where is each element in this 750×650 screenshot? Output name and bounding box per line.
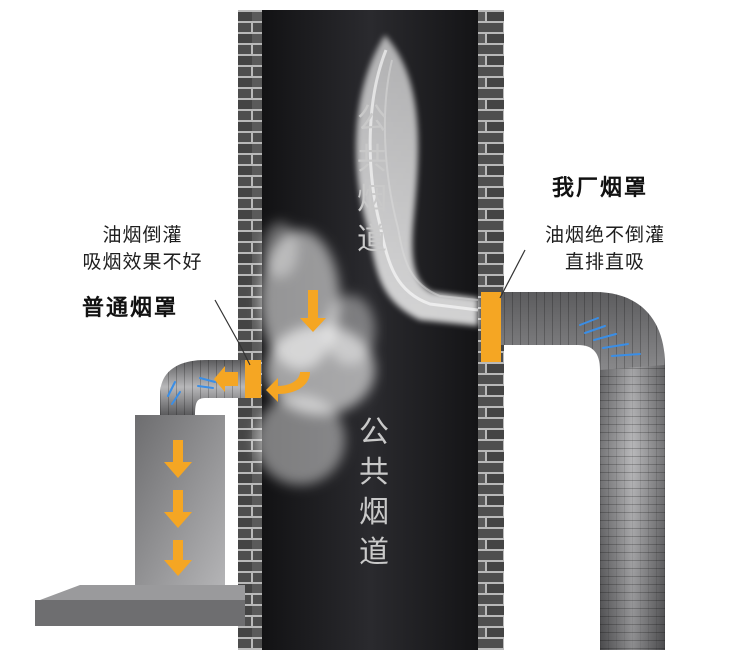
rising-smoke-plume (356, 35, 479, 326)
airflow-streaks (167, 317, 641, 405)
right-hood-title: 我厂烟罩 (552, 176, 649, 201)
backflow-smoke-cloud (255, 222, 375, 485)
left-connector-flange (245, 360, 261, 398)
left-hood-description: 油烟倒灌 吸烟效果不好 (82, 224, 203, 273)
left-flexible-duct (160, 360, 250, 420)
backflow-arrows (164, 290, 326, 576)
right-flexible-duct (500, 292, 665, 650)
flue-label-upper: 公 共 烟 道 (357, 102, 387, 257)
left-callout-line (214, 299, 251, 366)
ordinary-range-hood (35, 415, 245, 626)
left-brick-wall (238, 10, 262, 650)
flue-label-lower: 公 共 烟 道 (359, 415, 389, 570)
left-hood-title: 普通烟罩 (82, 296, 179, 321)
right-connector-flange (481, 292, 501, 362)
right-callout-line (499, 249, 526, 299)
right-hood-description: 油烟绝不倒灌 直排直吸 (544, 224, 665, 273)
